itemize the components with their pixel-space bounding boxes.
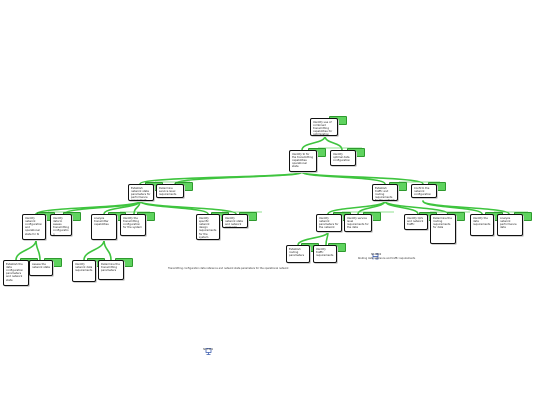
node-text: Identify traffic requirements [316, 247, 334, 257]
node-text: Establish the data configuration paramet… [6, 262, 24, 282]
node-text: Analyze network performance data [500, 216, 517, 230]
link-root-l1a [301, 135, 326, 151]
link-l2a-l3d [133, 200, 141, 215]
node-l3i[interactable]: Identify QoS and network traffic [404, 212, 437, 230]
node-text: Identify network parameters for the netw… [319, 216, 339, 230]
node-l2c[interactable]: Establish traffic and routing requiremen… [372, 182, 407, 201]
node-l1a[interactable]: Identify SI for the transmitting capabil… [289, 148, 326, 172]
reference-note: Transmitting configuration data referenc… [168, 267, 289, 270]
link-l3a-l4a [15, 239, 37, 261]
node-l3j[interactable]: Determine the routing requirements for d… [430, 212, 465, 244]
node-l4f[interactable]: Identify traffic requirements [313, 243, 346, 263]
node-text: Identify SI for the transmitting capabil… [292, 152, 314, 169]
node-text: Establish network state parameters for p… [131, 186, 151, 201]
node-text: Identify network data requirements [75, 262, 93, 272]
node-l4d[interactable]: Determine the transmitting parameters [98, 258, 133, 280]
link-l2c-l3h [357, 200, 386, 215]
node-l2d[interactable]: Confirm the network configuration [411, 182, 446, 198]
node-l2a[interactable]: Establish network state parameters for p… [128, 182, 163, 201]
node-text: Determine the transmitting parameters [101, 262, 120, 272]
node-text: Identify network configuration and opera… [25, 216, 43, 236]
node-text: Identify data to assess transmitting con… [53, 216, 69, 236]
node-l2b[interactable]: Determine service level requirements [156, 182, 193, 198]
node-l3b[interactable]: Identify data to assess transmitting con… [50, 212, 81, 236]
reference-label: SD-RT02 [371, 253, 382, 256]
node-l3g[interactable]: Identify network parameters for the netw… [316, 212, 351, 232]
node-text: Assess the network state [32, 262, 50, 269]
node-l3f[interactable]: Identify network state and network eleme… [222, 212, 257, 228]
node-l4c[interactable]: Identify network data requirements [72, 258, 105, 282]
node-text: Identify the transmitting configuration … [123, 216, 142, 230]
node-text: Identify optimal data configuration [333, 152, 351, 162]
node-l3d[interactable]: Identify the transmitting configuration … [120, 212, 155, 236]
document-reference-icon[interactable] [205, 340, 212, 355]
node-text: Determine the routing requirements for d… [433, 216, 452, 230]
node-text: Determine service level requirements [159, 186, 177, 196]
link-l3g-l4f [325, 231, 329, 246]
node-l3a[interactable]: Identify network configuration and opera… [22, 212, 55, 240]
node-l1b[interactable]: Identify optimal data configuration [330, 148, 365, 166]
node-l4e[interactable]: Establish routing parameters [286, 243, 319, 263]
node-text: Identify service level requirements for … [347, 216, 369, 230]
node-root[interactable]: Identify use of combined transmitting ca… [310, 116, 347, 136]
node-text: Identify use of combined transmitting ca… [313, 120, 333, 136]
node-l3k[interactable]: Identify the data requirements [470, 212, 503, 236]
link-l3c-l4d [103, 239, 112, 261]
node-l3l[interactable]: Analyze network performance data [497, 212, 532, 236]
node-l3e[interactable]: Identify specific network design require… [196, 212, 229, 240]
node-text: Establish traffic and routing requiremen… [375, 186, 396, 201]
reference-note: Routing data reference and traffic requi… [358, 257, 416, 260]
node-text: Identify specific network design require… [199, 216, 217, 239]
node-l4b[interactable]: Assess the network state [29, 258, 62, 276]
node-text: Establish routing parameters [289, 247, 305, 257]
node-text: Confirm the network configuration [414, 186, 432, 196]
node-l3h[interactable]: Identify service level requirements for … [344, 212, 381, 232]
link-l3g-l4e [297, 231, 329, 246]
reference-label: SD-TX01 [203, 348, 214, 351]
node-text: Identify the data requirements [473, 216, 491, 226]
node-l3c[interactable]: Analyze transmitter capabilities [91, 212, 126, 240]
routing-reference-icon[interactable] [372, 245, 379, 260]
node-text: Identify QoS and network traffic [407, 216, 424, 226]
node-text: Identify network state and network eleme… [225, 216, 243, 228]
link-l3c-l4c [83, 239, 105, 261]
node-l4a[interactable]: Establish the data configuration paramet… [3, 258, 38, 286]
link-l3a-l4b [35, 239, 41, 261]
link-l2a-l3c [103, 200, 141, 215]
node-text: Analyze transmitter capabilities [94, 216, 109, 226]
